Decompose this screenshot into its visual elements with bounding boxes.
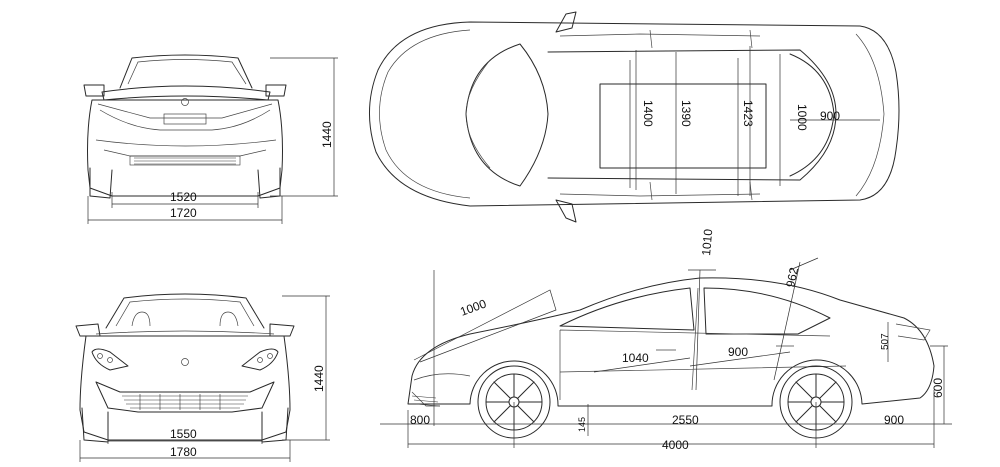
side-view-rear-head-label: 962 — [783, 266, 801, 289]
side-view-front-head-label: 1010 — [699, 228, 715, 256]
side-view-length-label: 4000 — [662, 438, 689, 452]
rear-view-body — [87, 99, 283, 197]
side-view-front-seat-label: 1040 — [622, 351, 649, 365]
top-view-windshield — [465, 43, 549, 187]
side-view-body — [407, 277, 935, 407]
top-view-dim-1390: 1390 — [679, 100, 693, 127]
side-view-hood-label: 1000 — [458, 296, 488, 318]
front-view-headlight-left — [91, 348, 129, 371]
top-view-dim-1400: 1400 — [641, 100, 655, 127]
front-view-width-label: 1780 — [170, 445, 197, 459]
side-view-trunk-label: 507 — [880, 333, 891, 350]
side-view-window-rear — [703, 287, 831, 335]
side-view-wheelbase-label: 2550 — [672, 413, 699, 427]
rear-view-track-label: 1520 — [170, 190, 197, 204]
rear-view-spoiler — [101, 85, 271, 101]
top-view-dim-1423: 1423 — [741, 100, 755, 127]
rear-view: 1440 1520 1720 — [83, 54, 338, 224]
rear-view-roof — [119, 54, 253, 89]
rear-view-mirror-right — [265, 84, 287, 97]
top-view-dim-1000: 1000 — [795, 104, 809, 131]
top-view-rear-window — [789, 53, 835, 177]
front-view-grille — [95, 381, 275, 413]
front-view-mirror-right — [269, 323, 295, 337]
top-view: 1400 1390 1423 1000 900 — [369, 11, 900, 223]
top-view-body — [369, 21, 900, 207]
top-view-mirror-bottom — [555, 199, 577, 223]
top-view-sunroof — [599, 83, 767, 169]
side-view-clearance-label: 145 — [577, 417, 587, 432]
rear-view-wheel-right — [257, 167, 281, 199]
rear-view-wheel-left — [89, 167, 113, 199]
top-view-mirror-top — [555, 11, 577, 33]
side-view-rear-height-label: 600 — [931, 378, 945, 398]
front-view-wheel-right — [261, 407, 289, 443]
side-view-rear-overhang-label: 900 — [884, 413, 904, 427]
front-view-headlight-right — [241, 348, 279, 371]
front-view: 1440 1550 1780 — [75, 293, 330, 462]
side-view-front-overhang-label: 800 — [410, 413, 430, 427]
front-view-badge — [181, 358, 189, 366]
rear-view-mirror-left — [83, 84, 105, 97]
rear-view-height-label: 1440 — [320, 121, 334, 148]
side-view-window-front — [559, 287, 695, 331]
side-view: 1000 1010 962 1040 900 507 600 145 800 2… — [380, 228, 952, 452]
rear-view-width-label: 1720 — [170, 206, 197, 220]
side-view-rear-seat-label: 900 — [728, 345, 748, 359]
rear-view-plate — [163, 113, 207, 125]
top-view-dim-900: 900 — [820, 109, 840, 123]
front-view-windshield — [105, 293, 265, 329]
front-view-wheel-left — [81, 407, 109, 443]
rear-view-badge — [181, 98, 189, 106]
front-view-track-label: 1550 — [170, 427, 197, 441]
front-view-height-label: 1440 — [312, 365, 326, 392]
top-view-roof — [547, 49, 837, 181]
